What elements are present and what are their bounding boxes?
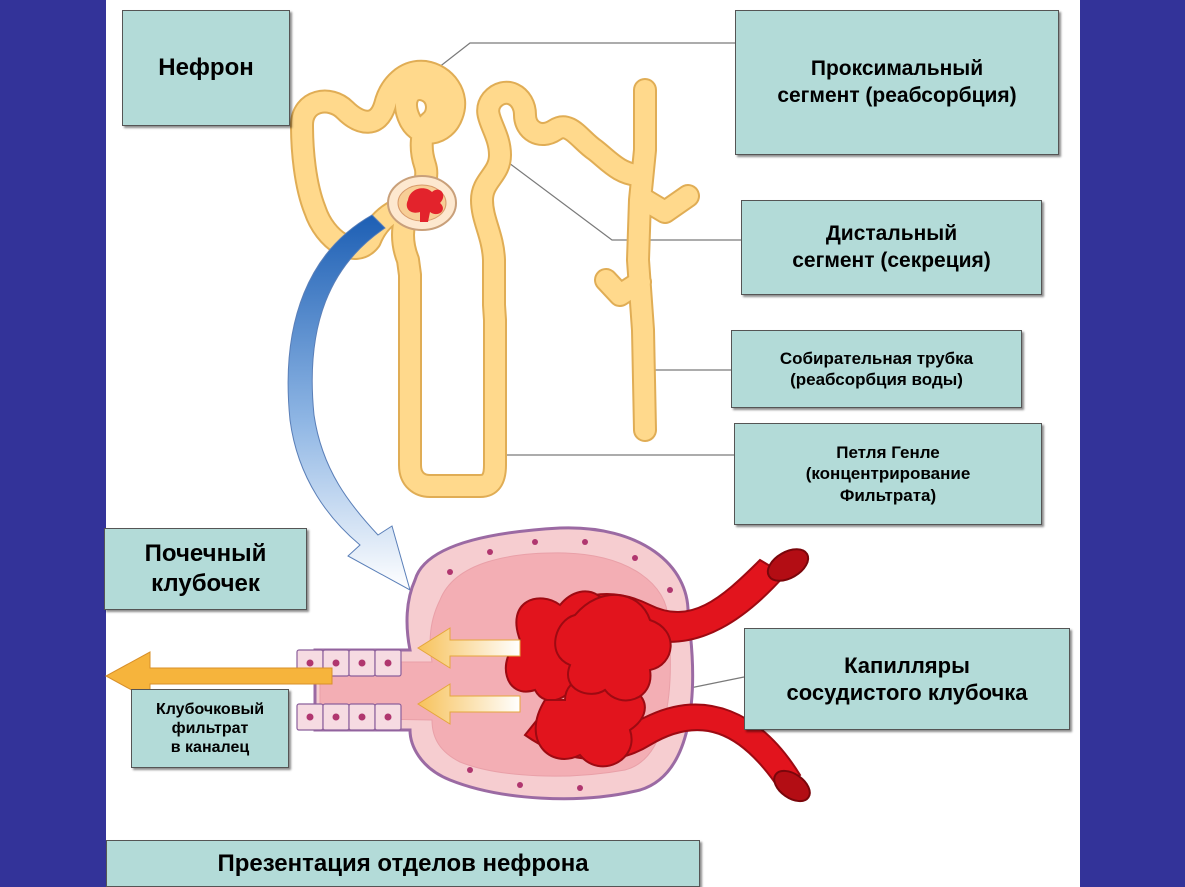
label-glomerular-filtrate: Клубочковый фильтрат в каналец [131, 689, 289, 768]
label-proximal-segment: Проксимальный сегмент (реабсорбция) [735, 10, 1059, 155]
label-loop-of-henle: Петля Генле (концентрирование Фильтрата) [734, 423, 1042, 525]
leader-capillaries [690, 677, 744, 688]
label-collecting-duct: Собирательная трубка (реабсорбция воды) [731, 330, 1022, 408]
page-title: Презентация отделов нефрона [106, 840, 700, 887]
label-capillaries: Капилляры сосудистого клубочка [744, 628, 1070, 730]
leader-proximal [420, 43, 737, 82]
label-distal-segment: Дистальный сегмент (секреция) [741, 200, 1042, 295]
label-nephron: Нефрон [122, 10, 290, 126]
loop-of-henle [410, 290, 495, 486]
label-renal-glomerulus: Почечный клубочек [104, 528, 307, 610]
bowman-capsule-small [388, 176, 456, 230]
nephron-tubule [302, 72, 688, 486]
